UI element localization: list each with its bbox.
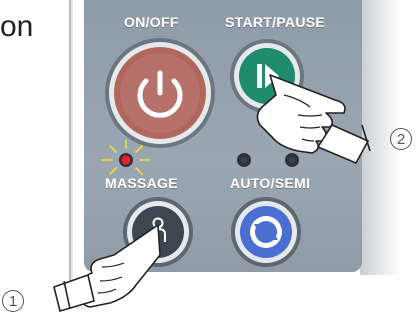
step-1-callout: 1 xyxy=(2,290,24,312)
pointing-hand-massage xyxy=(40,215,165,315)
on-off-label: ON/OFF xyxy=(124,14,179,30)
step-2-callout: 2 xyxy=(390,128,412,150)
auto-semi-label: AUTO/SEMI xyxy=(230,175,310,191)
start-pause-label: START/PAUSE xyxy=(225,14,325,30)
on-off-button[interactable] xyxy=(100,33,220,153)
pointing-hand-start xyxy=(240,55,400,165)
massage-indicator-lamp xyxy=(100,138,152,182)
cycle-icon xyxy=(250,216,282,248)
auto-semi-button[interactable] xyxy=(228,194,304,270)
